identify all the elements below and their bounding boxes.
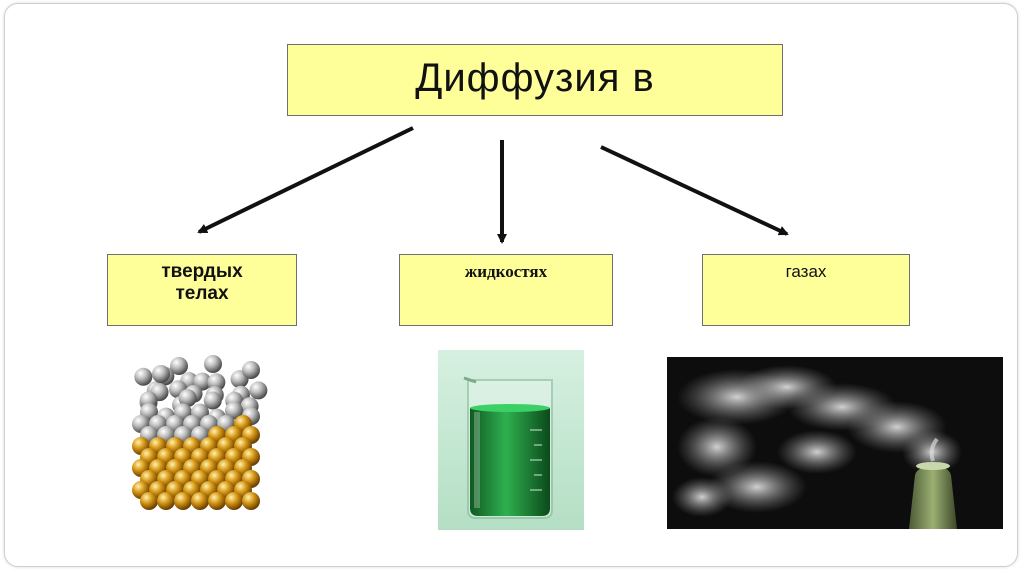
category-liquid-box: жидкостях: [399, 254, 613, 326]
silver-sphere: [242, 361, 260, 379]
liquid-illustration: [438, 350, 584, 530]
category-gas-box: газах: [702, 254, 910, 326]
category-solid-line-2: телах: [108, 283, 296, 305]
category-solid-box: твердых телах: [107, 254, 297, 326]
smoke-diffuser-icon: [667, 357, 1003, 529]
category-liquid-line-1: жидкостях: [400, 261, 612, 283]
metal-spheres-lattice-icon: [101, 352, 333, 528]
gold-sphere: [242, 492, 260, 510]
silver-sphere: [134, 368, 152, 386]
gold-sphere: [208, 492, 226, 510]
category-solid-line-1: твердых: [108, 261, 296, 283]
gold-sphere: [157, 492, 175, 510]
silver-sphere: [249, 381, 267, 399]
gold-sphere: [191, 492, 209, 510]
silver-sphere: [152, 365, 170, 383]
arrow-to-gas: [601, 147, 787, 234]
silver-sphere: [204, 355, 222, 373]
gold-sphere: [140, 492, 158, 510]
beaker-green-liquid-icon: [438, 350, 584, 530]
gold-sphere: [174, 492, 192, 510]
solid-illustration: [101, 352, 333, 528]
gas-illustration: [667, 357, 1003, 529]
slide: Диффузия в твердых телах жидкостях газах: [4, 3, 1018, 567]
gold-sphere: [225, 492, 243, 510]
category-gas-line-1: газах: [703, 261, 909, 283]
arrow-to-solid: [199, 128, 413, 232]
silver-sphere: [170, 357, 188, 375]
